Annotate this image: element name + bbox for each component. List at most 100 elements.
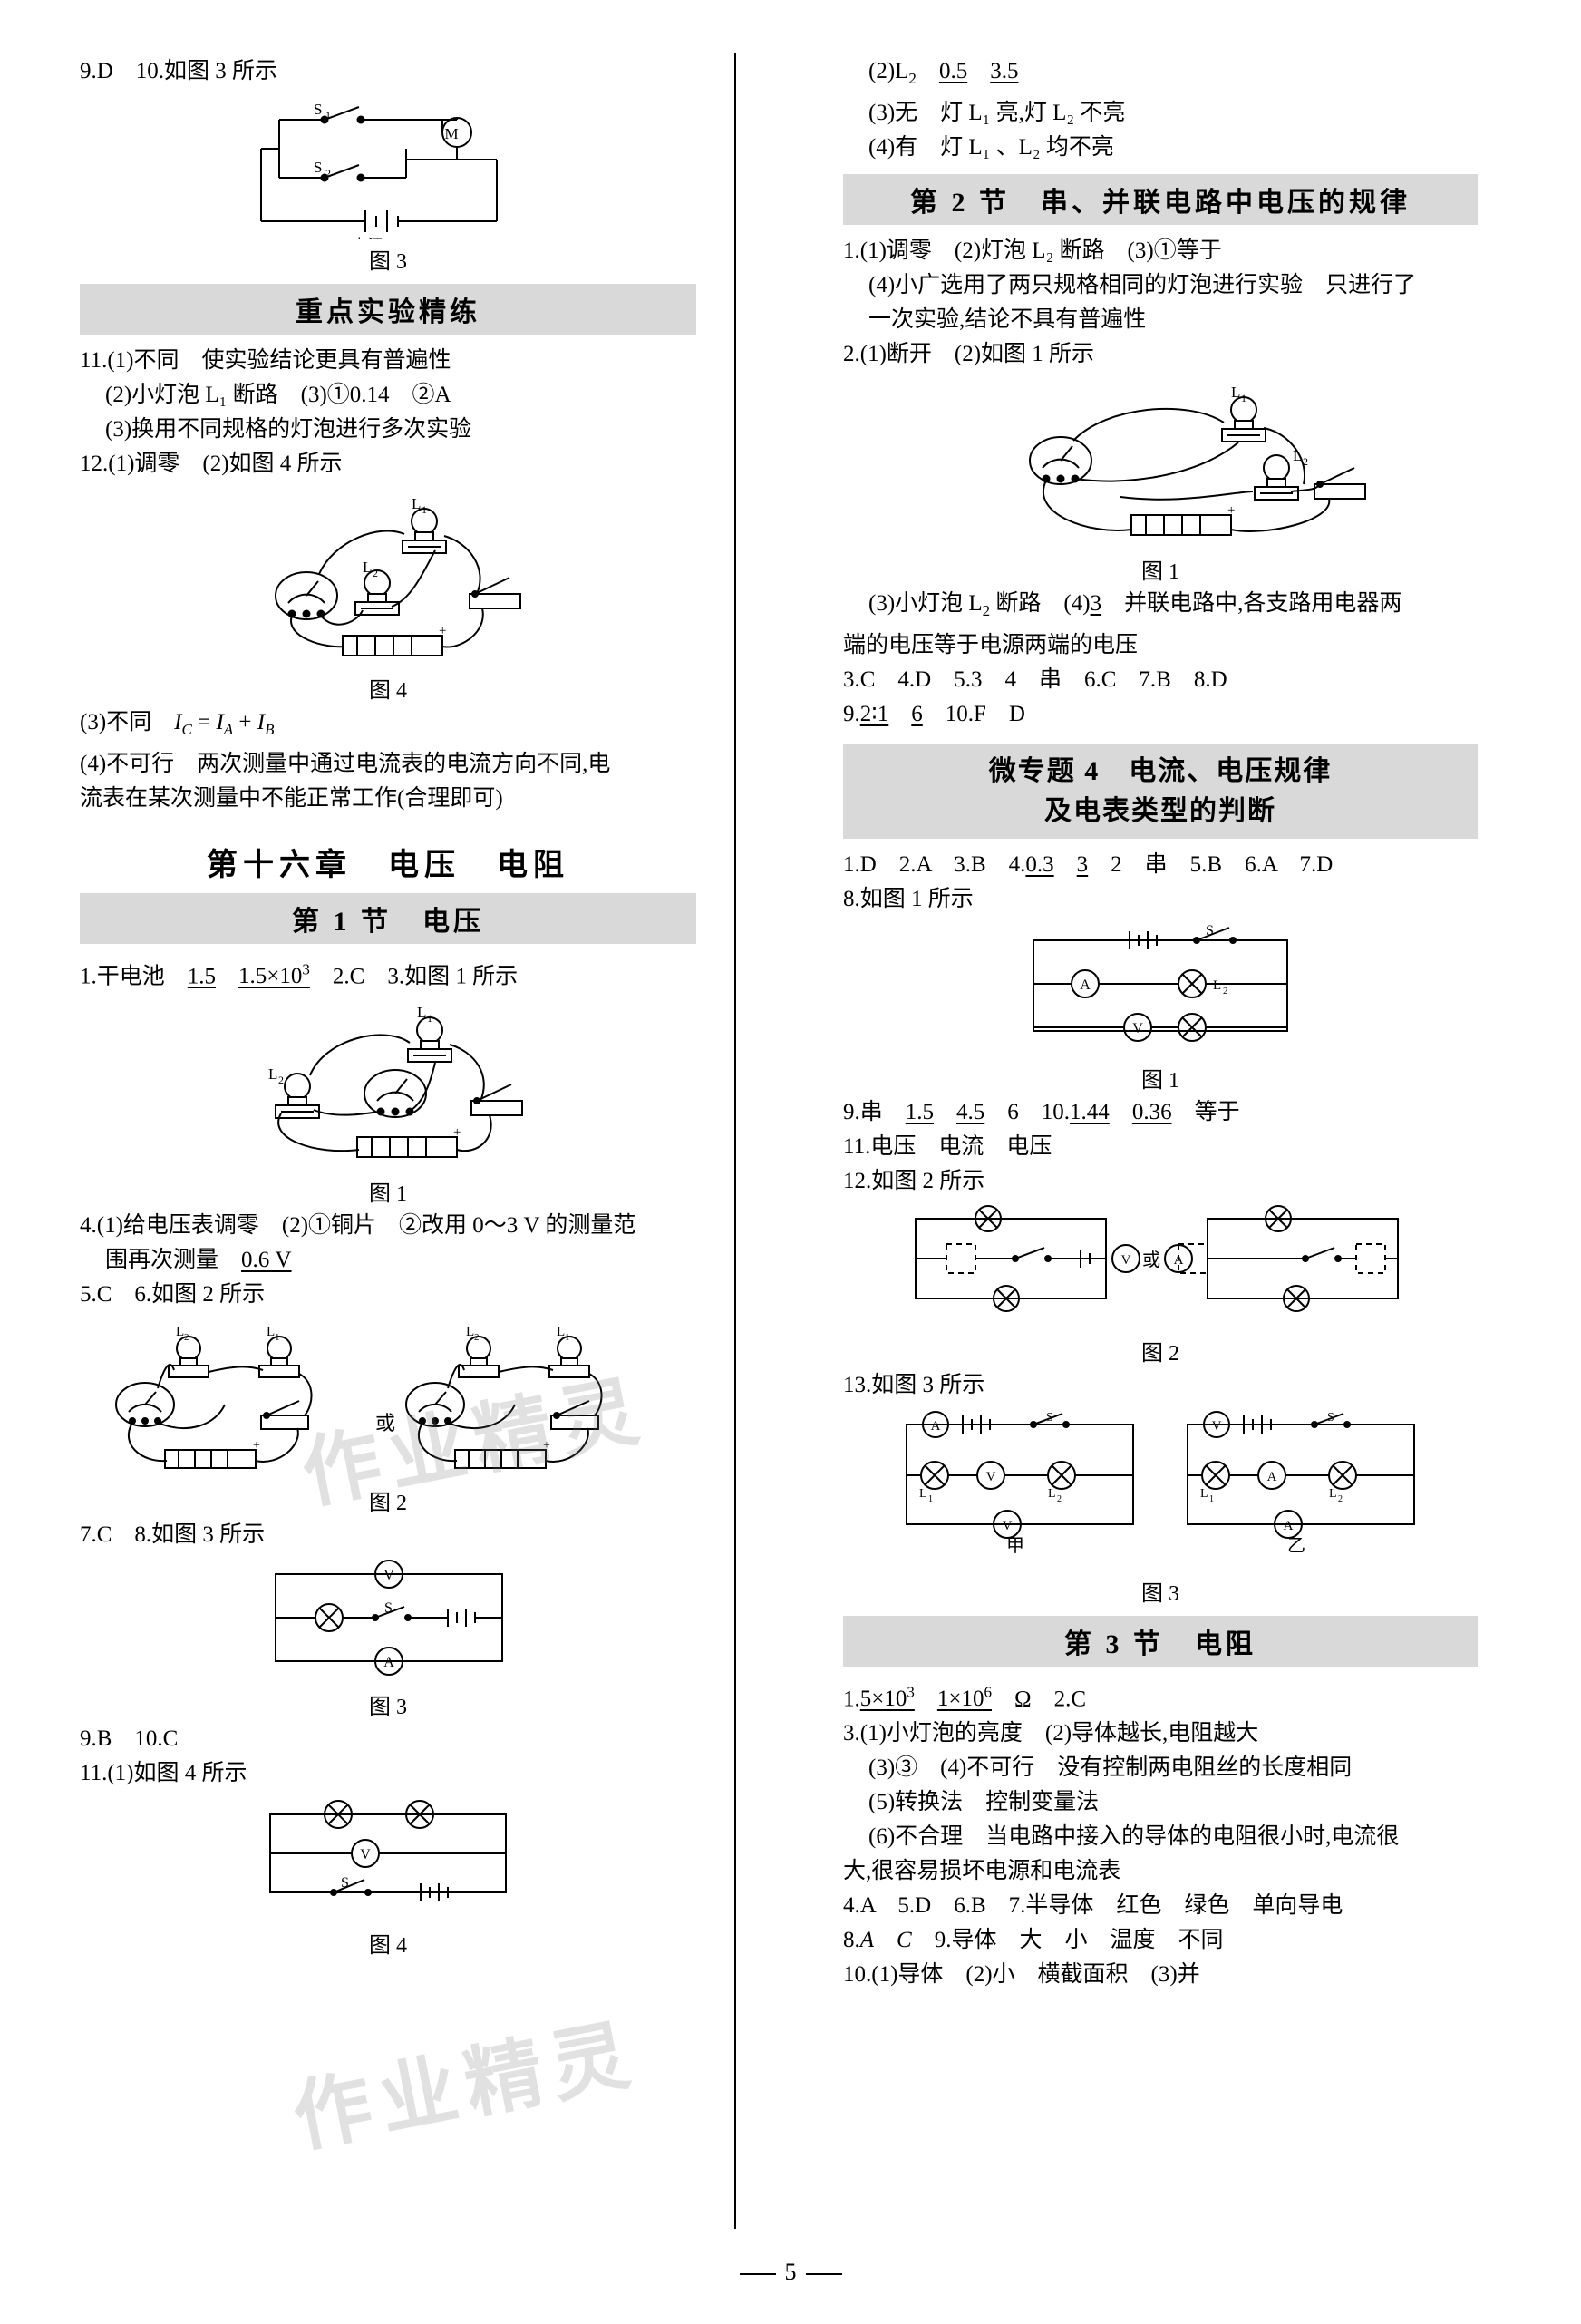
- answer-line: 围再次测量 0.6 V: [105, 1248, 292, 1273]
- figure-3-circuit: M S 1 S 2 电源 图 3: [80, 94, 696, 275]
- svg-text:L: L: [417, 1004, 426, 1021]
- svg-text:L: L: [412, 495, 421, 512]
- answer-line: 2.(1)断开 (2)如图 1 所示: [843, 342, 1095, 366]
- answer-line: 11.电压 电流 电压: [843, 1134, 1052, 1159]
- svg-text:L: L: [466, 1325, 474, 1339]
- answer-line: 3.C 4.D 5.3 4 串 6.C 7.B 8.D: [843, 667, 1227, 692]
- svg-text:A: A: [1284, 1519, 1294, 1533]
- svg-text:2: 2: [1338, 1494, 1343, 1504]
- svg-text:S: S: [341, 1875, 349, 1891]
- micro-topic-line-1: 微专题 4 电流、电压规律: [988, 756, 1333, 786]
- svg-text:L: L: [1200, 1487, 1208, 1501]
- micro-figure-1-label: 图 1: [1141, 1069, 1179, 1093]
- section-3-band: 第 3 节 电阻: [843, 1616, 1478, 1667]
- answer-line: 9.B 10.C: [80, 1726, 179, 1752]
- figure-2-pictorial-pair: L 2 L 1 L 2 L 1 + + 或 图 2: [80, 1318, 696, 1516]
- figure-4b-schematic: V S 图 4: [80, 1796, 696, 1959]
- svg-text:L: L: [1213, 978, 1221, 993]
- answer-line: (2)小灯泡 L₁ 断路 (3)①0.14 ②A: [105, 383, 451, 407]
- answer-line: 9.2∶1 6 10.F D: [843, 702, 1025, 726]
- micro-topic-band: 微专题 4 电流、电压规律 及电表类型的判断: [843, 744, 1478, 839]
- figure-4-label: 图 4: [369, 679, 407, 703]
- svg-text:V: V: [360, 1847, 371, 1862]
- svg-text:L: L: [363, 559, 372, 576]
- svg-text:V: V: [1121, 1253, 1131, 1268]
- svg-text:+: +: [439, 624, 446, 638]
- micro-figure-2-label: 图 2: [1141, 1342, 1179, 1366]
- svg-text:L: L: [267, 1325, 275, 1339]
- svg-text:S: S: [1206, 923, 1214, 938]
- answer-line: 4.A 5.D 6.B 7.半导体 红色 绿色 单向导电: [843, 1893, 1343, 1919]
- figure-3-label: 图 3: [369, 250, 407, 274]
- answer-line: 1.(1)调零 (2)灯泡 L₂ 断路 (3)①等于: [843, 238, 1222, 263]
- svg-text:1: 1: [325, 109, 331, 122]
- column-divider: [734, 53, 736, 2229]
- svg-text:S: S: [1327, 1411, 1334, 1425]
- answer-line: 10.(1)导体 (2)小 横截面积 (3)并: [843, 1962, 1200, 1988]
- svg-text:1: 1: [565, 1332, 570, 1343]
- right-figure-1-pictorial: L 1 L 2 + 图 1: [843, 377, 1478, 585]
- answer-line: 8.A C 9.导体 大 小 温度 不同: [843, 1928, 1224, 1953]
- answer-line: 1.D 2.A 3.B 4.0.3 3 2 串 5.B 6.A 7.D: [843, 852, 1334, 877]
- svg-text:L: L: [176, 1325, 184, 1339]
- answer-line: 9.D 10.如图 3 所示: [80, 59, 278, 83]
- answer-line: 13.如图 3 所示: [843, 1373, 985, 1397]
- answer-line: (2)L2 0.5 3.5: [868, 59, 1019, 87]
- svg-text:2: 2: [184, 1332, 189, 1343]
- micro-figure-1-schematic: A V S L 2 图 1: [843, 922, 1478, 1094]
- right-figure-1-label: 图 1: [1141, 560, 1179, 584]
- watermark: 作业精灵: [286, 2010, 645, 2163]
- svg-text:M: M: [444, 125, 458, 142]
- answer-line: (5)转换法 控制变量法: [868, 1790, 1100, 1815]
- figure-4-pictorial: L 1 L 2 + 图 4: [80, 487, 696, 704]
- micro-figure-3-label: 图 3: [1141, 1582, 1179, 1606]
- section-1-band: 第 1 节 电压: [80, 893, 696, 944]
- svg-text:A: A: [931, 1419, 941, 1434]
- answer-line: 9.串 1.5 4.5 6 10.1.44 0.36 等于: [843, 1100, 1240, 1124]
- svg-text:1: 1: [928, 1494, 933, 1504]
- svg-text:S: S: [384, 1600, 393, 1616]
- svg-text:V: V: [986, 1470, 996, 1484]
- svg-text:V: V: [1132, 1021, 1143, 1036]
- answer-line: 端的电压等于电源两端的电压: [843, 633, 1139, 657]
- svg-text:1: 1: [275, 1332, 280, 1343]
- svg-text:V: V: [1003, 1519, 1013, 1533]
- figure-3b-schematic: V A S 图 3: [80, 1558, 696, 1720]
- answer-line: 8.如图 1 所示: [843, 887, 974, 911]
- svg-text:L: L: [1293, 447, 1302, 464]
- svg-text:甲: 甲: [1006, 1536, 1024, 1556]
- figure-1-pictorial: L 1 L 2 + 图 1: [80, 999, 696, 1207]
- svg-text:1: 1: [1209, 1494, 1214, 1504]
- svg-text:L: L: [919, 1487, 927, 1501]
- answer-line: (3)小灯泡 L2 断路 (4)3 并联电路中,各支路用电器两: [868, 591, 1402, 619]
- svg-text:乙: 乙: [1287, 1536, 1305, 1556]
- svg-text:2: 2: [1057, 1494, 1062, 1504]
- answer-line: (4)小广选用了两只规格相同的灯泡进行实验 只进行了: [868, 273, 1417, 297]
- svg-text:A: A: [1267, 1470, 1277, 1484]
- answer-line: 5.C 6.如图 2 所示: [80, 1282, 266, 1308]
- svg-text:2: 2: [325, 167, 331, 180]
- svg-text:L: L: [268, 1065, 277, 1083]
- answer-line: 12.(1)调零 (2)如图 4 所示: [80, 452, 343, 476]
- svg-text:或: 或: [375, 1412, 395, 1434]
- svg-text:2: 2: [373, 567, 378, 579]
- answer-line: (4)有 灯 L₁ 、L₂ 均不亮: [868, 135, 1114, 160]
- left-column: 9.D 10.如图 3 所示: [80, 54, 696, 1960]
- answer-line: 1.干电池 1.5 1.5×103 2.C 3.如图 1 所示: [80, 961, 519, 989]
- svg-text:L: L: [1329, 1487, 1337, 1501]
- answer-line: 流表在某次测量中不能正常工作(合理即可): [80, 786, 503, 811]
- svg-text:L: L: [1048, 1487, 1056, 1501]
- svg-text:+: +: [253, 1439, 260, 1453]
- svg-text:2: 2: [278, 1074, 284, 1086]
- answer-line: (3)不同 IC = IA + IB: [80, 710, 275, 738]
- figure-4b-label: 图 4: [369, 1934, 407, 1959]
- micro-figure-2-schematic-pair: V A 或 图 2: [843, 1204, 1478, 1366]
- svg-text:L: L: [1231, 384, 1240, 401]
- svg-text:+: +: [453, 1125, 461, 1140]
- figure-1-label: 图 1: [369, 1182, 407, 1207]
- page-number: 5: [0, 2259, 1581, 2286]
- figure-3b-label: 图 3: [369, 1696, 407, 1720]
- svg-text:A: A: [1080, 977, 1091, 993]
- micro-figure-3-schematic-pair: A V V V A A L 1 L 2 L 1 L 2 S S 甲 乙 图 3: [843, 1408, 1478, 1607]
- svg-text:2: 2: [1223, 986, 1228, 997]
